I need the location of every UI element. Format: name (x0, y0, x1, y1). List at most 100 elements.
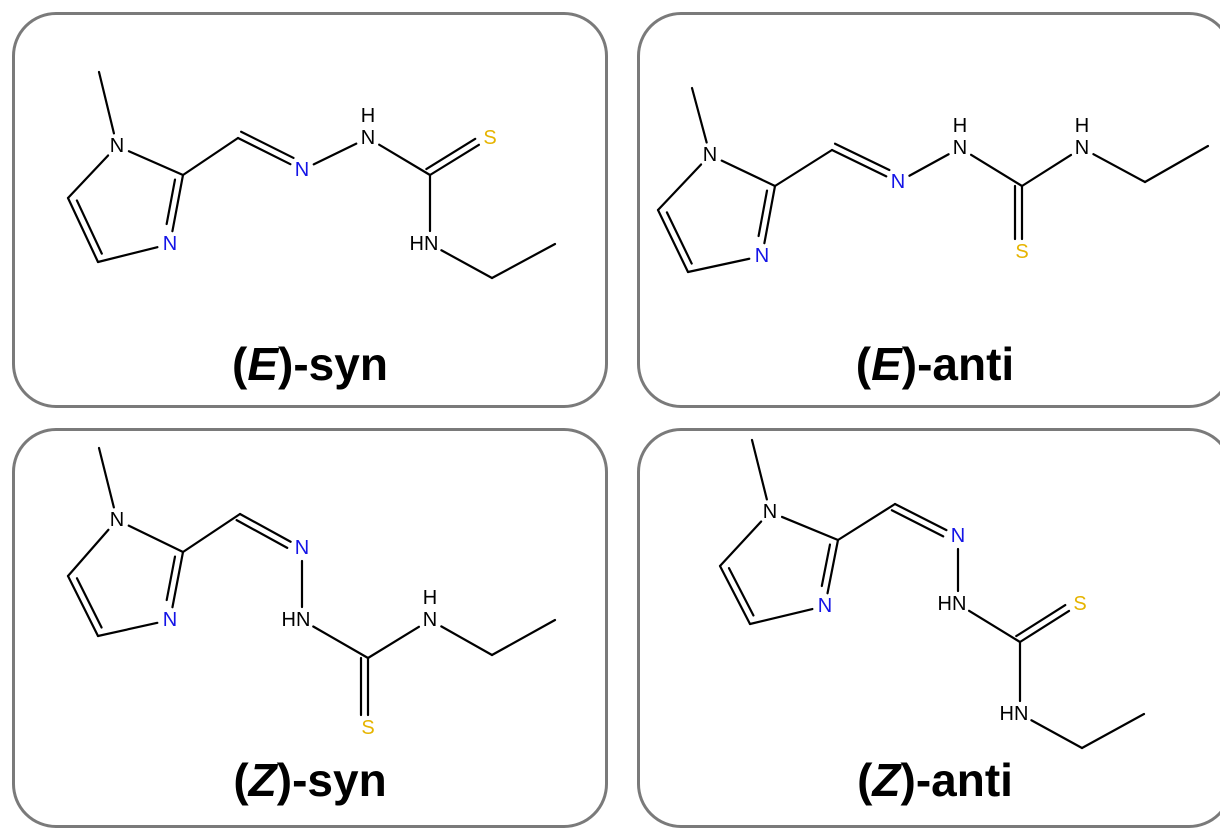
atom-label-N1: N (110, 509, 124, 531)
bond-NB-CS (969, 153, 1024, 188)
atom-label-NC-h: H (423, 587, 437, 609)
bond-CH-NA (238, 512, 292, 543)
bond-CH-NA-second (890, 509, 945, 538)
bond-C5-C4-second (665, 211, 693, 265)
bond-N3-C2-second (757, 189, 769, 238)
atom-label-S: S (361, 717, 374, 739)
bond-NC-CE1 (440, 249, 494, 280)
bond-C2-N1 (127, 150, 185, 177)
bond-C2-N1 (127, 524, 185, 554)
atom-label-N1: N (703, 144, 717, 166)
bond-CS-S-second (1015, 603, 1067, 638)
bond-N3-C2-second (820, 543, 832, 588)
atom-label-NB: N (361, 127, 375, 149)
bond-C5-C4-second (75, 577, 103, 629)
bond-C4-N3 (748, 607, 814, 626)
bond-NC-CE1 (1092, 153, 1147, 184)
bond-C5-C4-second (727, 567, 755, 617)
atom-label-N1: N (763, 501, 777, 523)
panel-z-anti: (Z)-anti (637, 428, 1220, 828)
atom-label-NB-h: H (361, 105, 375, 127)
atom-label-NC: N (423, 609, 437, 631)
bond-CS-S (1018, 609, 1071, 644)
atom-label-NB: HN (938, 593, 967, 615)
bond-CE1-CE2 (490, 618, 557, 657)
atom-label-S: S (1015, 241, 1028, 263)
bond-CS-NC (1020, 153, 1073, 188)
atom-label-NC: HN (1000, 703, 1029, 725)
bond-Me-N1 (750, 438, 768, 501)
caption-z-anti: (Z)-anti (857, 754, 1013, 806)
bond-C4-N3 (686, 257, 751, 274)
bond-N1-C5 (656, 163, 703, 212)
bond-C5-C4-second (75, 199, 103, 255)
bond-N3-C2-second (165, 178, 177, 226)
bond-N3-C2 (826, 538, 840, 595)
caption-e-anti: (E)-anti (855, 338, 1015, 390)
bond-NA-NB (908, 153, 950, 177)
atom-label-NC: N (1075, 137, 1089, 159)
bond-C2-CH (773, 148, 834, 188)
bond-C2-CH (181, 136, 240, 177)
bond-N3-C2 (171, 173, 185, 233)
bond-CE1-CE2 (1080, 712, 1146, 750)
atom-label-N1: N (110, 135, 124, 157)
bond-CH-NA (236, 136, 292, 166)
bond-C2-CH (181, 512, 242, 554)
bond-C5-C4 (718, 564, 752, 626)
bond-CH-NA (893, 502, 948, 532)
panel-e-anti: (E)-anti (637, 12, 1220, 408)
bond-CS-S (428, 143, 481, 177)
bond-NB-CS (378, 143, 432, 177)
bond-CS-S-second (425, 137, 477, 171)
bond-N1-C5 (718, 520, 763, 568)
atom-label-NC: HN (410, 233, 439, 255)
atom-label-N3: N (755, 245, 769, 267)
bond-Me-N1 (97, 70, 116, 135)
bond-N3-C2-second (165, 555, 177, 602)
atom-label-NA: N (891, 171, 905, 193)
atom-label-NA: N (951, 525, 965, 547)
bond-CS-NC (366, 625, 421, 660)
bond-CH-NA-second (235, 519, 289, 549)
atom-label-N3: N (163, 609, 177, 631)
bond-CH-NA-second (833, 142, 891, 172)
bond-C4-N3 (96, 246, 159, 264)
atom-label-S: S (1073, 593, 1086, 615)
bond-C5-C4 (66, 574, 100, 638)
bond-NC-CE1 (440, 625, 494, 657)
bond-NC-CE1 (1030, 719, 1084, 750)
bond-CE1-CE2 (1143, 144, 1210, 184)
atom-label-NB-h: H (953, 115, 967, 137)
bond-NA-NB (312, 142, 358, 166)
bond-C4-N3 (96, 621, 159, 638)
atom-label-N3: N (818, 595, 832, 617)
atom-label-S: S (483, 127, 496, 149)
bond-C5-C4 (66, 196, 100, 264)
atom-label-NB: HN (282, 609, 311, 631)
bond-NB-CS (967, 609, 1022, 644)
atom-label-NA: N (295, 159, 309, 181)
panel-e-syn: (E)-syn (12, 12, 608, 408)
atom-label-NB: N (953, 137, 967, 159)
bond-C2-N1 (720, 159, 777, 188)
atom-label-N3: N (163, 233, 177, 255)
bond-CH-NA (830, 148, 888, 178)
atom-label-NA: N (295, 537, 309, 559)
bond-C2-CH (836, 502, 897, 542)
bond-N3-C2 (763, 184, 777, 245)
bond-C2-N1 (780, 515, 840, 542)
bond-NB-CS (312, 625, 370, 660)
caption-z-syn: (Z)-syn (233, 754, 387, 806)
atom-label-NC-h: H (1075, 115, 1089, 137)
molecule-z-anti: N N N HN S HN (718, 438, 1146, 750)
bond-N1-C5 (66, 528, 110, 578)
bond-Me-N1 (690, 86, 708, 144)
bond-CH-NA-second (240, 130, 295, 160)
bond-CE1-CE2 (490, 242, 557, 280)
bond-Me-N1 (97, 446, 115, 509)
